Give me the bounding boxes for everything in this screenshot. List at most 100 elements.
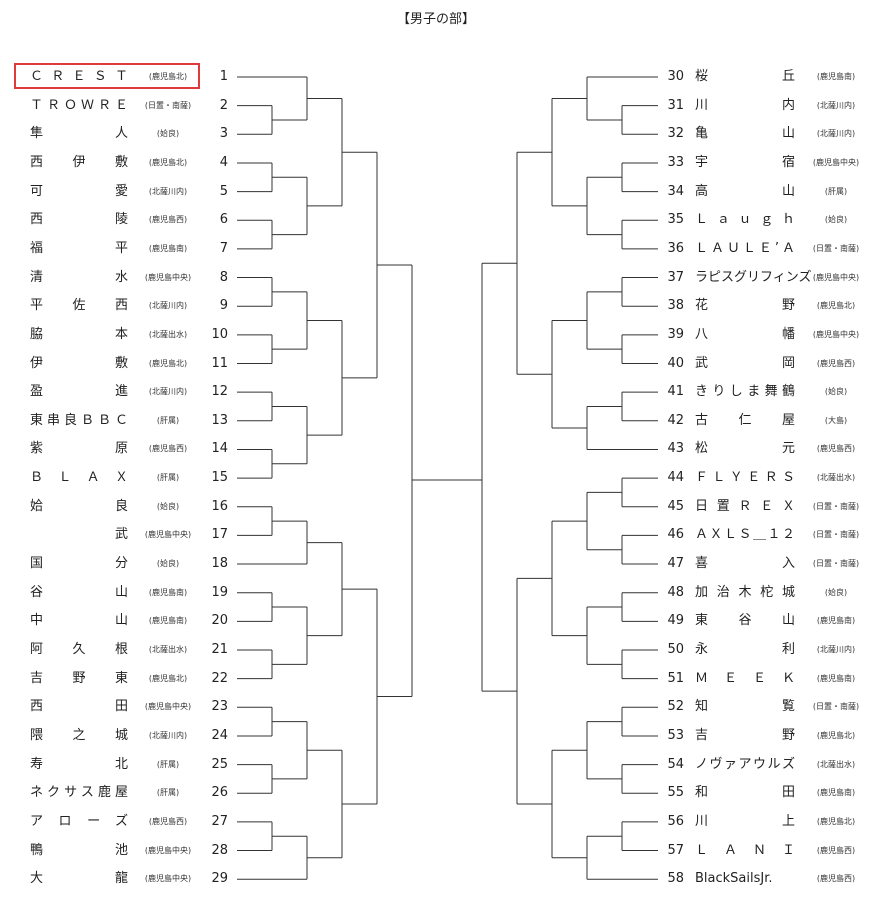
team-name: 花 野	[695, 298, 795, 314]
team-name: ＭＥＥＫ	[695, 670, 795, 686]
bracket-title: 【男子の部】	[396, 12, 475, 27]
team-region: (鹿児島南)	[816, 673, 856, 683]
team-name: 国 分	[30, 556, 128, 572]
team-region: (北薩川内)	[148, 387, 188, 397]
team-seed: 44	[667, 470, 684, 486]
team-region: (日置・南薩)	[812, 530, 860, 540]
team-region: (鹿児島西)	[816, 874, 856, 884]
team-name: ＦＬＹＥＲＳ	[695, 470, 795, 486]
team-name: 武 岡	[695, 355, 795, 371]
team-region: (日置・南薩)	[812, 243, 860, 253]
team-seed: 19	[211, 584, 228, 600]
team-name: 脇 本	[30, 326, 128, 342]
team-seed: 45	[667, 498, 684, 514]
team-name: 谷 山	[30, 584, 128, 600]
team-region: (鹿児島北)	[148, 157, 188, 167]
team-name: アローズ	[30, 813, 128, 829]
team-region: (日置・南薩)	[812, 559, 860, 569]
team-seed: 20	[211, 613, 228, 629]
team-name: 吉 野 東	[30, 670, 128, 686]
team-seed: 1	[219, 69, 228, 84]
team-region: (北薩川内)	[148, 301, 188, 311]
team-region: (鹿児島西)	[816, 845, 856, 855]
team-name: 亀 山	[695, 126, 795, 142]
team-seed: 49	[667, 613, 684, 629]
team-seed: 47	[667, 556, 684, 572]
team-region: (鹿児島南)	[148, 616, 188, 626]
team-seed: 53	[667, 727, 684, 743]
team-seed: 17	[211, 527, 228, 543]
team-seed: 41	[667, 384, 684, 400]
team-name: 鴨 池	[30, 842, 128, 858]
team-name: 桜 丘	[695, 69, 795, 84]
team-name: 福 平	[30, 240, 128, 256]
team-name: 隼 人	[30, 126, 128, 142]
team-region: (肝属)	[156, 415, 180, 425]
team-name: 西 陵	[30, 212, 128, 228]
team-region: (北薩出水)	[148, 329, 188, 339]
team-name: 可 愛	[30, 183, 128, 199]
team-region: (北薩出水)	[816, 759, 856, 769]
team-region: (北薩川内)	[148, 186, 188, 196]
team-region: (鹿児島西)	[148, 816, 188, 826]
team-region: (日置・南薩)	[812, 501, 860, 511]
team-row: 45 日置ＲＥＸ (日置・南薩)	[0, 497, 872, 517]
team-name: 清 水	[30, 269, 128, 285]
team-name: 喜 入	[695, 556, 795, 572]
team-name: 和 田	[695, 785, 795, 801]
team-seed: 51	[667, 670, 684, 686]
team-seed: 57	[667, 842, 684, 858]
team-name: 姶 良	[30, 498, 128, 514]
team-name: ネクサス鹿屋	[30, 785, 128, 801]
team-name: 阿 久 根	[30, 642, 128, 657]
team-name: 吉 野	[695, 727, 795, 743]
team-name: 日置ＲＥＸ	[695, 498, 795, 514]
team-name: 西 田	[30, 699, 128, 715]
team-region: (鹿児島中央)	[812, 272, 860, 282]
team-name: ＬＡＵＬＥ’Ａ	[695, 240, 795, 256]
team-region: (鹿児島南)	[816, 788, 856, 798]
team-seed: 27	[211, 813, 228, 829]
team-seed: 56	[667, 813, 684, 829]
team-seed: 13	[211, 412, 228, 428]
team-seed: 38	[667, 298, 684, 314]
team-region: (鹿児島中央)	[144, 845, 192, 855]
team-region: (鹿児島西)	[148, 444, 188, 454]
team-region: (北薩川内)	[148, 730, 188, 740]
team-region: (姶良)	[156, 559, 180, 569]
team-region: (北薩川内)	[816, 129, 856, 139]
team-seed: 10	[211, 326, 228, 342]
team-name: 中 山	[30, 613, 128, 629]
team-region: (鹿児島中央)	[812, 329, 860, 339]
team-seed: 15	[211, 470, 228, 486]
team-region: (鹿児島中央)	[144, 874, 192, 884]
team-seed: 50	[667, 642, 684, 657]
team-region: (鹿児島西)	[148, 215, 188, 225]
team-name: ＴＲＯＷＲＥ	[30, 97, 128, 113]
team-region: (鹿児島中央)	[144, 272, 192, 282]
team-region: (鹿児島北)	[148, 72, 188, 81]
team-seed: 9	[219, 298, 228, 314]
